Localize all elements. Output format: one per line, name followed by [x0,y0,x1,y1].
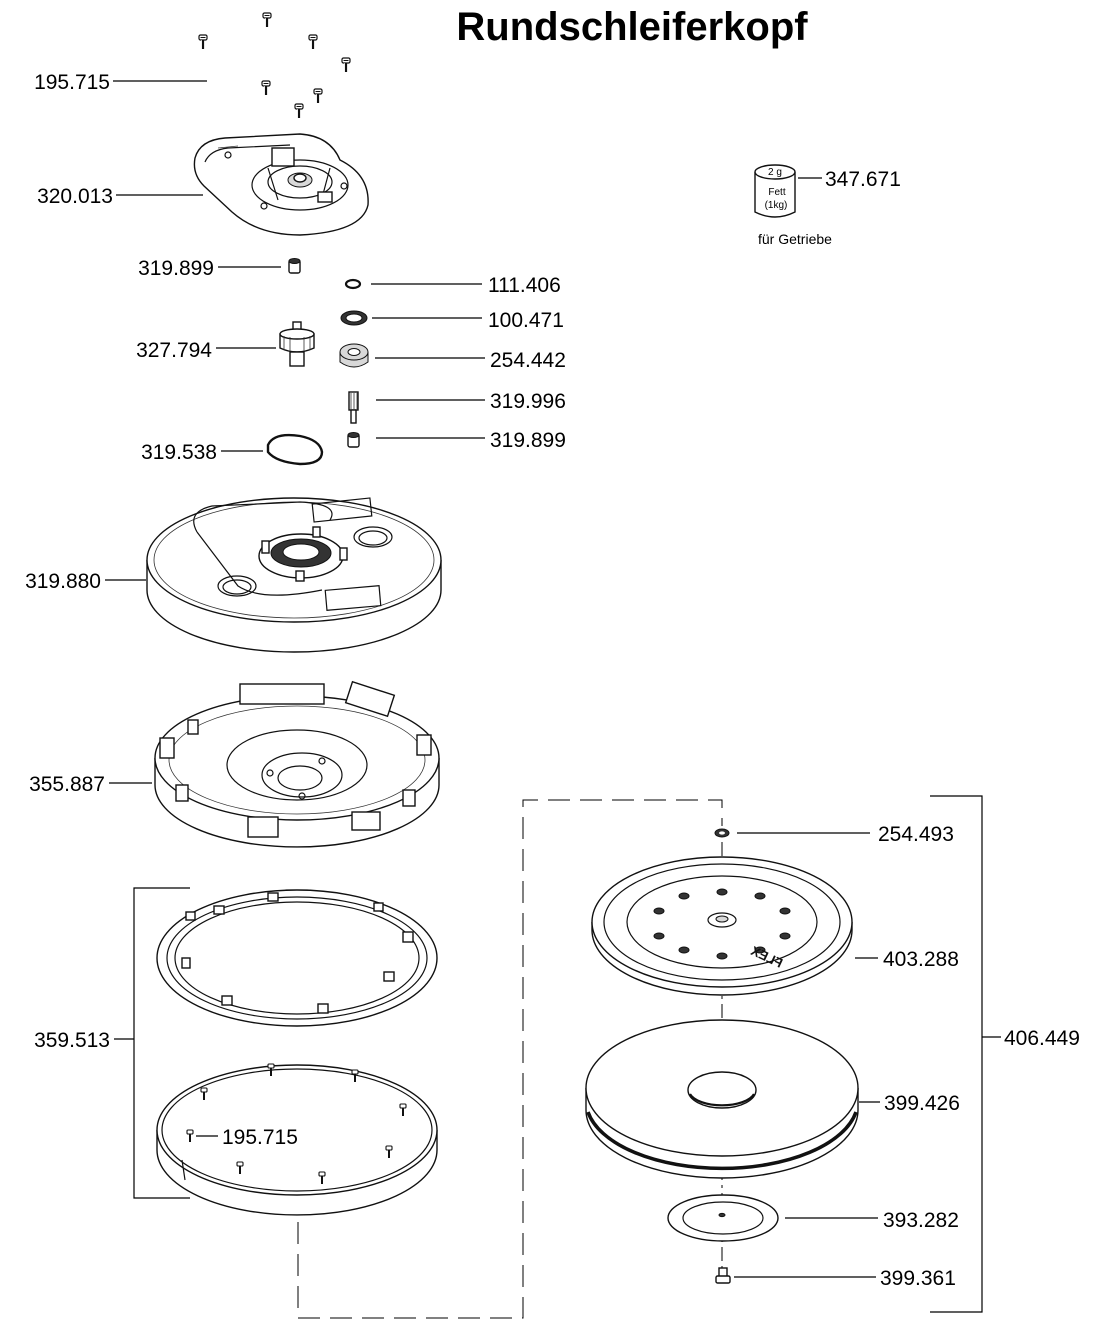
part-label-406-449: 406.449 [1004,1027,1080,1050]
part-label-359-513: 359.513 [34,1029,110,1052]
diagram-title: Rundschleiferkopf [456,5,808,49]
part-label-403-288: 403.288 [883,948,959,971]
pinion-shaft [348,391,359,424]
retaining-ring [344,278,362,290]
part-label-319-880: 319.880 [25,570,101,593]
part-label-195-715-top: 195.715 [34,71,110,94]
part-label-320-013: 320.013 [37,185,113,208]
center-disc [667,1194,779,1242]
grease-amount: 2 g [768,167,782,178]
part-label-254-442: 254.442 [490,349,566,372]
backing-pad: FLEX [591,856,853,996]
bracket-406-449 [930,795,983,1313]
part-label-393-282: 393.282 [883,1209,959,1232]
part-label-254-493: 254.493 [878,823,954,846]
bushing-top [288,258,301,274]
grease-can-icon: 2 g Fett (1kg) [754,164,796,218]
part-label-319-899-a: 319.899 [138,257,214,280]
part-label-347-671: 347.671 [825,168,901,191]
part-label-100-471: 100.471 [488,309,564,332]
grease-pack: (1kg) [765,200,788,211]
part-label-327-794: 327.794 [136,339,212,362]
bushing-lower [347,432,360,448]
intermediate-housing [154,680,440,848]
housing-disc [146,497,442,653]
part-label-111-406: 111.406 [488,274,561,297]
oring-gasket [266,433,324,466]
part-label-195-715-ring: 195.715 [222,1126,298,1149]
cover-ring [156,1063,438,1216]
part-label-319-996: 319.996 [490,390,566,413]
part-label-319-538: 319.538 [141,441,217,464]
spring-ring [156,889,438,1027]
screw-set-top [197,11,352,120]
gear-shaft [279,321,315,367]
part-label-399-426: 399.426 [884,1092,960,1115]
foam-pad [585,1019,859,1179]
grease-name: Fett [768,187,785,198]
gear-cover-plate [193,133,369,236]
part-label-319-899-b: 319.899 [490,429,566,452]
washer-small [714,828,730,838]
seal-ring [340,310,368,326]
bracket-359-513 [133,887,190,1199]
assembly-path-dashed [297,799,723,1319]
part-label-355-887: 355.887 [29,773,105,796]
ball-bearing [339,343,369,368]
part-label-399-361: 399.361 [880,1267,956,1290]
grease-note: für Getriebe [758,231,832,247]
center-screw [715,1267,731,1284]
